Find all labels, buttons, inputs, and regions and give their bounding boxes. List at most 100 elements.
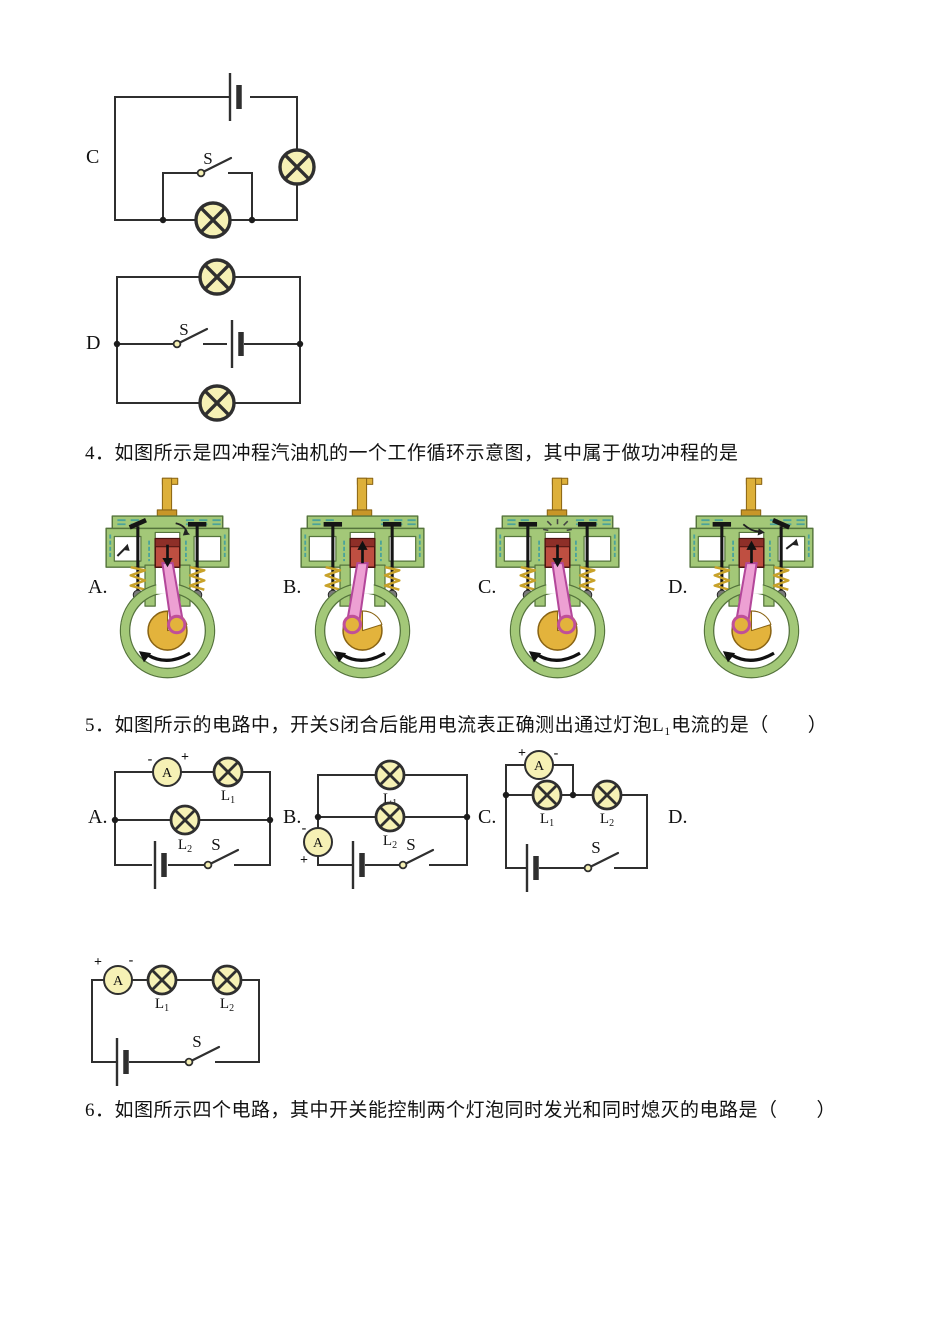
ammeter-icon — [524, 750, 554, 780]
lamp-icon — [198, 258, 236, 296]
junction-dot — [314, 813, 322, 821]
lamp-icon — [374, 759, 406, 791]
lamp1-label: L1 — [540, 811, 554, 829]
battery-icon — [155, 841, 164, 889]
circuit-q5-c: A + - L1 L2 S — [502, 746, 648, 896]
question-4-text: 4．如图所示是四冲程汽油机的一个工作循环示意图，其中属于做功冲程的是 — [85, 443, 739, 464]
lamp-icon — [194, 201, 232, 239]
battery-icon — [117, 1038, 126, 1086]
wire — [505, 764, 648, 869]
plus-terminal: + — [94, 955, 102, 970]
junction-dot — [111, 816, 119, 824]
q5-option-label-b: B. — [283, 806, 302, 828]
crank-pin — [556, 614, 577, 635]
switch-label: S — [203, 149, 212, 168]
lamp-icon — [169, 804, 201, 836]
lamp2-label: L2 — [178, 837, 192, 855]
circuit-diagram-c: S — [114, 68, 316, 239]
lamp-icon — [591, 779, 623, 811]
lamp-icon — [278, 148, 316, 186]
junction-dot — [113, 340, 121, 348]
piston-arrow-head — [746, 540, 757, 550]
engine-option-label-a: A. — [88, 576, 108, 598]
switch-label: S — [192, 1032, 201, 1051]
engine-option-label-c: C. — [478, 576, 497, 598]
ammeter-label: A — [113, 974, 124, 989]
lamp1-label: L1 — [155, 996, 169, 1014]
intake-flow-arrow-icon — [116, 522, 190, 557]
junction-dot — [463, 813, 471, 821]
junction-dot — [569, 791, 577, 799]
junction-dot — [266, 816, 274, 824]
engine-diagram-power — [490, 477, 625, 683]
junction-dot — [248, 216, 256, 224]
wire — [162, 172, 253, 221]
minus-terminal: - — [148, 752, 153, 767]
battery-icon — [353, 841, 362, 889]
ammeter-label: A — [313, 836, 324, 851]
wire — [91, 979, 260, 1063]
junction-dot — [296, 340, 304, 348]
switch-icon — [203, 848, 240, 870]
q5-option-label-d: D. — [668, 806, 688, 828]
lamp1-label: L1 — [221, 788, 235, 806]
lamp-icon — [374, 801, 406, 833]
lamp-icon — [211, 964, 243, 996]
crank-pin — [166, 614, 187, 635]
question-6-text: 6．如图所示四个电路，其中开关能控制两个灯泡同时发光和同时熄灭的电路是（ ） — [85, 1100, 837, 1121]
wire — [116, 276, 301, 404]
engine-option-label-b: B. — [283, 576, 302, 598]
switch-icon — [583, 851, 620, 873]
circuit-q5-b: L1 L2 A - + S — [300, 759, 471, 892]
engine-diagram-intake — [100, 477, 235, 683]
minus-terminal: - — [129, 953, 134, 968]
ammeter-icon — [152, 757, 182, 787]
intake-valve-open — [128, 518, 147, 530]
lamp2-label: L2 — [220, 996, 234, 1014]
option-label-d: D — [86, 332, 101, 354]
lamp2-label: L2 — [600, 811, 614, 829]
circuit-diagram-d: S — [113, 258, 304, 422]
minus-terminal: - — [554, 746, 559, 761]
junction-dot — [502, 791, 510, 799]
ammeter-icon — [303, 827, 333, 857]
piston-arrow-head — [162, 558, 173, 568]
option-label-c: C — [86, 146, 100, 168]
engine-diagram-exhaust — [684, 477, 819, 683]
switch-icon — [184, 1045, 221, 1067]
lamp-icon — [198, 384, 236, 422]
lamp-icon — [531, 779, 563, 811]
piston-arrow-head — [552, 558, 563, 568]
plus-terminal: + — [300, 853, 308, 868]
lamp-icon — [146, 964, 178, 996]
spark-icon — [543, 519, 572, 532]
piston-arrow-head — [357, 540, 368, 550]
battery-icon — [232, 320, 241, 368]
q5-option-label-c: C. — [478, 806, 497, 828]
engine-option-label-d: D. — [668, 576, 688, 598]
exhaust-valve-open — [772, 518, 791, 530]
q5-option-label-a: A. — [88, 806, 108, 828]
plus-terminal: + — [181, 750, 189, 765]
switch-label: S — [211, 835, 220, 854]
battery-icon — [230, 73, 239, 121]
ammeter-label: A — [162, 766, 173, 781]
wire — [114, 96, 298, 221]
engine-diagram-compression — [295, 477, 430, 683]
circuit-q5-a: A - + L1 L2 S — [111, 750, 274, 892]
lamp-icon — [212, 756, 244, 788]
ammeter-label: A — [534, 759, 545, 774]
switch-label: S — [406, 835, 415, 854]
switch-label: S — [591, 838, 600, 857]
junction-dot — [159, 216, 167, 224]
crank-pin — [731, 614, 751, 635]
circuit-q5-d: + - A L1 L2 S — [91, 953, 260, 1090]
ammeter-icon — [103, 965, 133, 995]
exhaust-flow-arrow-icon — [742, 523, 799, 550]
switch-label: S — [179, 320, 188, 339]
lamp2-label: L2 — [383, 833, 397, 851]
battery-icon — [527, 844, 536, 892]
question-5-text: 5．如图所示的电路中，开关S闭合后能用电流表正确测出通过灯泡L₁电流的是（ ） — [85, 715, 828, 736]
plus-terminal: + — [518, 746, 526, 761]
